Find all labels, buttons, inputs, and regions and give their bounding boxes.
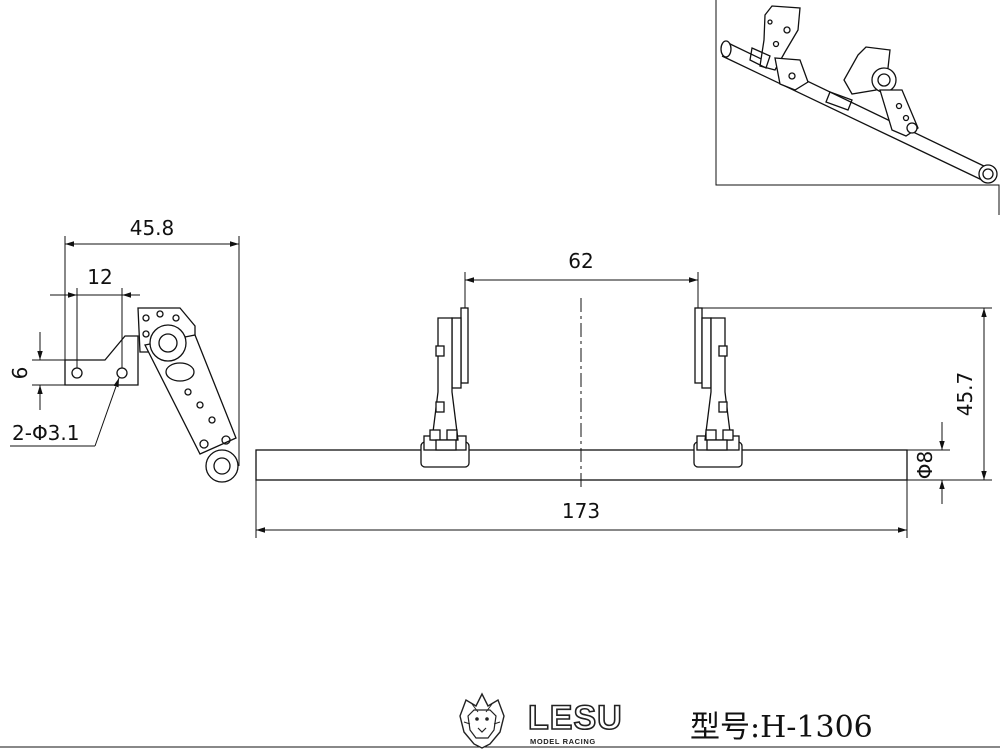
dim-label-tube-diameter: Φ8 <box>913 451 937 479</box>
dim-side-hole-offset: 12 <box>50 265 140 368</box>
dim-bracket-spacing: 62 <box>464 249 699 308</box>
inset-frame <box>715 0 1000 215</box>
dim-label-6: 6 <box>8 367 32 380</box>
dim-side-width: 45.8 <box>64 216 240 466</box>
brand-logo-text: LESU <box>528 699 623 737</box>
dim-label-173: 173 <box>562 499 600 523</box>
brand-tagline: MODEL RACING <box>530 737 596 746</box>
dim-side-holes-leader: 2-Φ3.1 <box>10 377 120 447</box>
dim-label-45-8: 45.8 <box>130 216 175 240</box>
dim-overall-height: 45.7 <box>702 307 992 481</box>
iso-bracket-right <box>825 46 919 137</box>
dim-tube-diameter: Φ8 <box>907 422 950 504</box>
dim-label-62: 62 <box>568 249 593 273</box>
dim-label-45-7: 45.7 <box>953 372 977 417</box>
model-number: 型号:H-1306 <box>690 710 873 745</box>
isometric-view <box>715 0 1000 215</box>
front-view: 62 45.7 Φ8 173 <box>255 249 992 538</box>
dim-side-tab-height: 6 <box>8 332 65 410</box>
lion-head-icon <box>459 692 505 749</box>
dim-label-holes: 2-Φ3.1 <box>12 421 80 445</box>
dim-tube-length: 173 <box>255 480 908 538</box>
side-tube-end <box>205 449 239 483</box>
iso-bracket-left <box>749 5 809 91</box>
front-bracket-right <box>693 307 743 468</box>
title-block: LESU MODEL RACING 型号:H-1306 <box>0 692 1000 749</box>
front-bracket-left <box>420 307 470 468</box>
side-view: 45.8 12 6 2-Φ3.1 <box>8 216 240 483</box>
dim-label-12: 12 <box>87 265 112 289</box>
